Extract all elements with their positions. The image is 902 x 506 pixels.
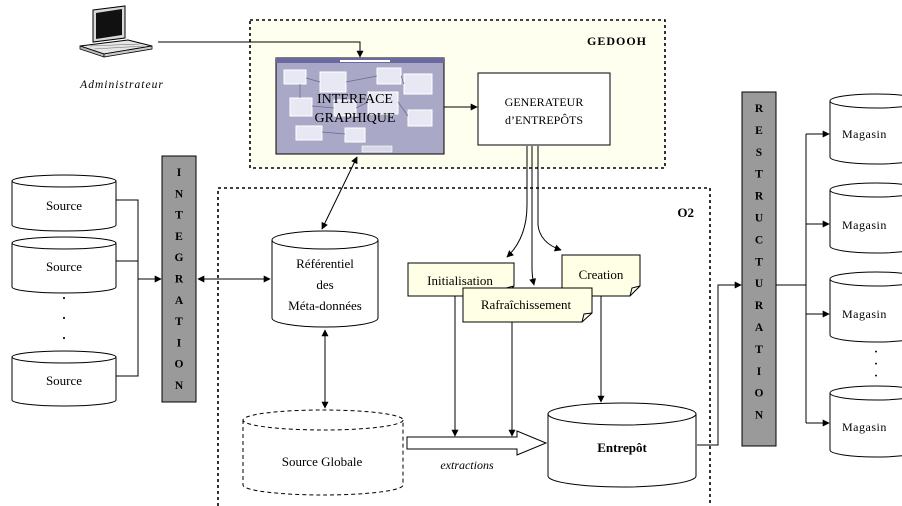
magasin-cylinder-4 — [829, 385, 902, 458]
restructuration-letter-5: R — [755, 191, 764, 203]
interface-referentiel-arrow — [321, 156, 358, 230]
magasin-label-2: Magasin — [842, 218, 887, 232]
integration-letter-3: T — [175, 210, 183, 222]
generateur-line1: GENERATEUR — [505, 95, 584, 109]
source-ellipsis-3: · — [61, 328, 67, 348]
magasin-cylinder-2 — [829, 182, 902, 254]
note-creation-label: Creation — [579, 267, 624, 282]
restructuration-letter-2: E — [755, 125, 763, 137]
integration-letter-5: G — [175, 252, 184, 264]
integration-letter-7: A — [175, 295, 184, 307]
restructuration-letter-4: T — [755, 169, 763, 181]
source-label-2: Source — [46, 259, 82, 274]
note-rafraichissement-label: Rafraîchissement — [481, 297, 572, 312]
gedooh-title: GEDOOH — [587, 34, 647, 48]
source-connectors — [116, 199, 139, 377]
magasin-connectors — [776, 134, 807, 423]
note-initialisation-label: Initialisation — [427, 273, 493, 288]
interface-graphique — [275, 57, 445, 155]
restructuration-letter-14: O — [755, 388, 764, 400]
o2-title: O2 — [677, 205, 694, 220]
magasin-ellipsis-3: · — [873, 368, 878, 385]
laptop-icon — [79, 5, 153, 58]
referentiel-line2: des — [316, 277, 333, 292]
generateur-box — [477, 72, 611, 146]
integration-letter-10: O — [175, 359, 184, 371]
integration-letter-11: N — [175, 380, 184, 392]
source-ellipsis-1: · — [61, 288, 67, 308]
magasin-ellipsis-1: · — [873, 344, 878, 361]
restructuration-letter-11: A — [755, 322, 764, 334]
referentiel-line3: Méta-données — [288, 298, 362, 313]
source-globale-cylinder — [242, 409, 404, 496]
restructuration-letter-1: R — [755, 103, 764, 115]
interface-line2: GRAPHIQUE — [315, 111, 396, 126]
generator-to-notes-arrows — [506, 146, 562, 286]
entrepot-label: Entrepôt — [597, 440, 647, 455]
note-rafraichissement — [462, 287, 593, 323]
source-cylinder-2 — [11, 236, 117, 294]
restructuration-letter-10: R — [755, 300, 764, 312]
restructuration-letter-12: T — [755, 344, 763, 356]
source-cylinder-1 — [11, 174, 117, 232]
interface-line1: INTERFACE — [317, 92, 393, 107]
restructuration-letter-9: U — [755, 278, 764, 290]
restructuration-letter-7: C — [755, 234, 763, 246]
o2-zone — [217, 187, 711, 506]
source-ellipsis-2: · — [61, 308, 67, 328]
integration-letter-1: I — [177, 167, 182, 179]
restructuration-letter-8: T — [755, 256, 763, 268]
admin-label: Administrateur — [79, 79, 164, 91]
source-label-3: Source — [46, 373, 82, 388]
magasin-cylinder-1 — [829, 93, 902, 165]
generateur-line2: d’ENTREPÔTS — [505, 113, 583, 127]
referentiel-line1: Référentiel — [296, 256, 354, 271]
magasin-label-1: Magasin — [842, 127, 887, 141]
restructuration-bar — [741, 91, 777, 447]
integration-letter-6: R — [175, 274, 184, 286]
integration-letter-9: I — [177, 337, 182, 349]
magasin-cylinder-3 — [829, 271, 902, 343]
source-label-1: Source — [46, 198, 82, 213]
restructuration-letter-15: N — [755, 410, 764, 422]
restructuration-letter-3: S — [756, 147, 762, 159]
extractions-label: extractions — [440, 458, 494, 472]
restructuration-letter-13: I — [757, 366, 762, 378]
integration-bar — [161, 155, 197, 403]
integration-letter-4: E — [175, 231, 183, 243]
magasin-label-4: Magasin — [842, 420, 887, 434]
entrepot-cylinder — [547, 402, 697, 488]
source-cylinder-3 — [11, 350, 117, 407]
entrepot-to-restructuration-arrow — [697, 281, 742, 446]
source-globale-label: Source Globale — [282, 454, 363, 469]
integration-letter-2: N — [175, 188, 184, 200]
integration-letter-8: T — [175, 316, 183, 328]
restructuration-letter-6: U — [755, 213, 764, 225]
extractions-arrow — [406, 430, 548, 456]
admin-arrow — [158, 41, 364, 58]
referentiel-cylinder — [271, 230, 379, 328]
magasin-label-3: Magasin — [842, 307, 887, 321]
magasin-ellipsis-2: · — [873, 356, 878, 373]
